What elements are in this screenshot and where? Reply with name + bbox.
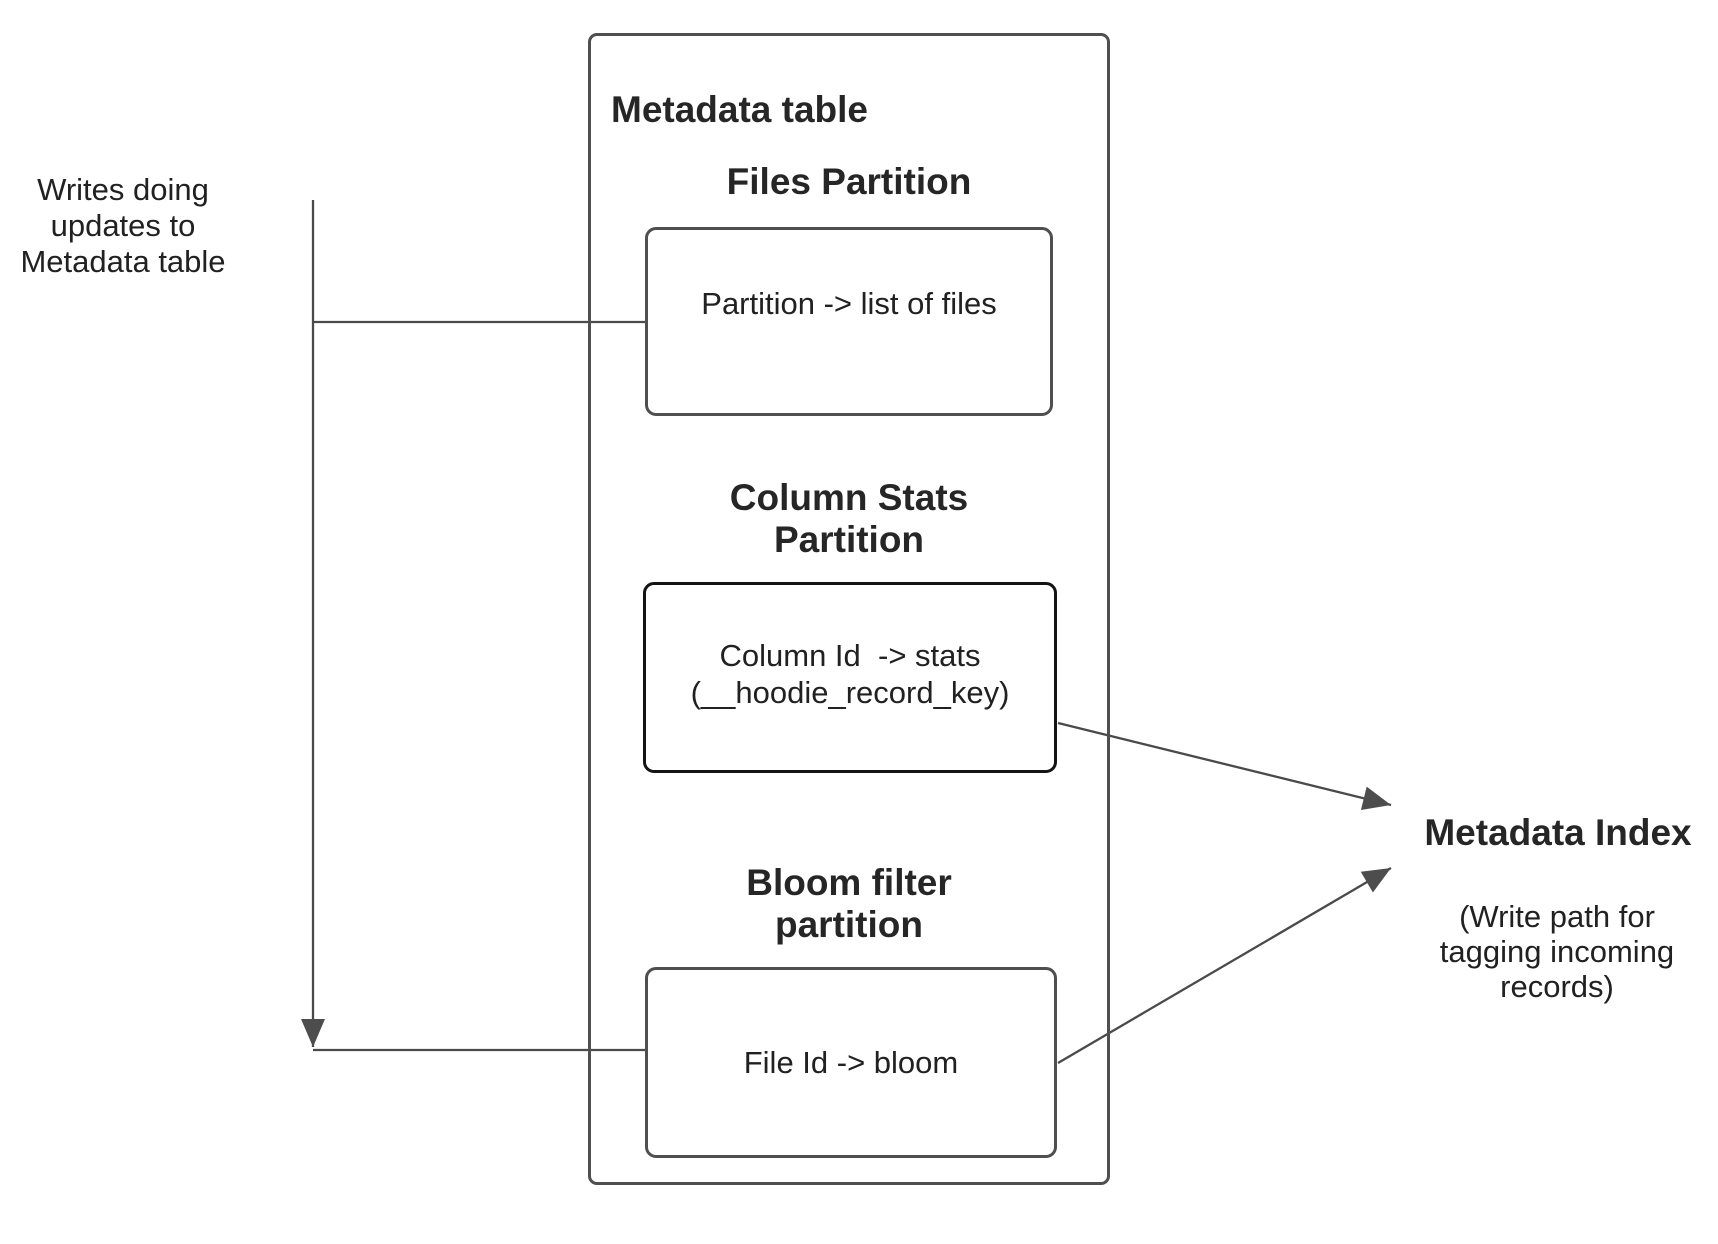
column-stats-partition-heading: Column Stats Partition [729, 477, 969, 560]
metadata-table-title: Metadata table [611, 89, 869, 130]
bloom-filter-partition-box: File Id -> bloom [645, 967, 1057, 1158]
writes-note: Writes doing updates to Metadata table [20, 172, 226, 279]
column-stats-partition-box: Column Id -> stats (__hoodie_record_key) [643, 582, 1057, 773]
files-partition-box-text: Partition -> list of files [701, 286, 997, 321]
metadata-index-title: Metadata Index [1424, 812, 1692, 853]
metadata-index-subtitle: (Write path for tagging incoming records… [1439, 899, 1675, 1004]
files-partition-box: Partition -> list of files [645, 227, 1053, 416]
files-partition-heading: Files Partition [726, 161, 972, 202]
bloom-filter-partition-heading: Bloom filter partition [746, 862, 952, 945]
metadata-table-container: Metadata table [588, 33, 1110, 1185]
column-stats-partition-box-text: Column Id -> stats (__hoodie_record_key) [690, 637, 1010, 710]
bloom-filter-partition-box-text: File Id -> bloom [743, 1045, 959, 1080]
